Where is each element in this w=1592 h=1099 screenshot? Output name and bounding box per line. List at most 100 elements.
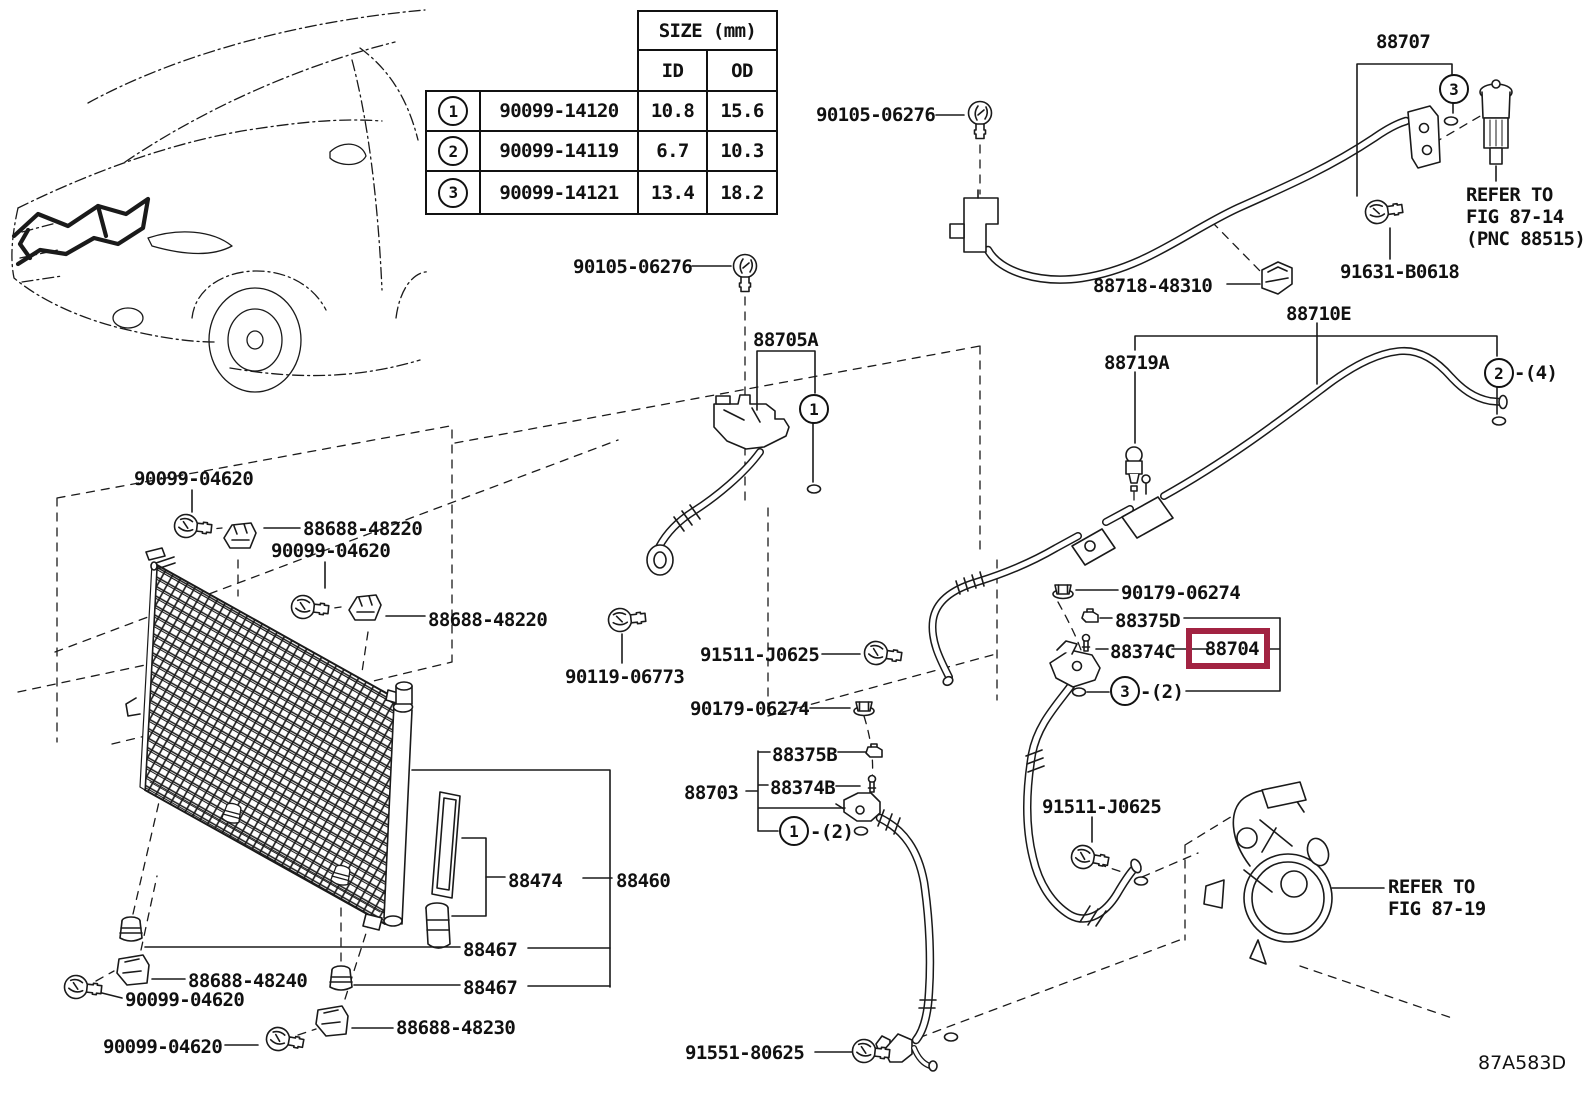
part-label-91631-B0618: 91631-B0618 bbox=[1340, 261, 1460, 283]
qty-note-2: -(2) bbox=[1140, 681, 1184, 703]
size-table-part-number: 90099-14119 bbox=[479, 130, 639, 172]
refer-fig-87-14-line2: FIG 87-14 bbox=[1466, 206, 1564, 228]
o-ring-icon bbox=[1071, 687, 1087, 697]
part-label-88467: 88467 bbox=[463, 939, 518, 961]
leader-lines bbox=[97, 63, 1498, 1053]
callout-3-icon: 3 bbox=[1439, 74, 1469, 104]
bolt-icon bbox=[289, 593, 331, 622]
callout-3-icon: 3 bbox=[1110, 676, 1140, 706]
part-label-90179-06274: 90179-06274 bbox=[690, 698, 810, 720]
cushion-icon bbox=[119, 916, 143, 942]
hose-88704-drawing bbox=[1023, 640, 1142, 927]
clip-icon bbox=[1081, 608, 1099, 623]
part-label-88474: 88474 bbox=[508, 870, 563, 892]
size-table-cell: 1 bbox=[425, 90, 481, 132]
hose-88707-drawing bbox=[949, 79, 1513, 295]
size-table-part-number: 90099-14120 bbox=[479, 90, 639, 132]
part-label-88688-48230: 88688-48230 bbox=[396, 1017, 516, 1039]
bolt-icon bbox=[172, 512, 214, 541]
bolt-icon bbox=[1363, 196, 1405, 226]
refer-fig-87-19-line1: REFER TO bbox=[1388, 876, 1475, 898]
size-table-title: SIZE (mm) bbox=[637, 10, 778, 51]
compressor-drawing bbox=[1203, 781, 1333, 965]
callout-2-icon: 2 bbox=[438, 136, 468, 166]
qty-note-2: -(2) bbox=[810, 821, 854, 843]
part-label-90119-06773: 90119-06773 bbox=[565, 666, 685, 688]
part-label-88719A: 88719A bbox=[1104, 352, 1170, 374]
size-table-col-id: ID bbox=[637, 49, 708, 92]
size-table-col-od: OD bbox=[706, 49, 778, 92]
refer-fig-87-14-line1: REFER TO bbox=[1466, 184, 1553, 206]
part-label-88460: 88460 bbox=[616, 870, 671, 892]
part-label-90099-04620: 90099-04620 bbox=[125, 989, 245, 1011]
part-label-88375D: 88375D bbox=[1115, 610, 1181, 632]
bolt-icon bbox=[862, 639, 904, 669]
o-ring-icon bbox=[806, 484, 822, 494]
size-table-cell: 3 bbox=[425, 170, 481, 215]
callout-1-icon: 1 bbox=[779, 816, 809, 846]
pipe-clamp-88718-drawing bbox=[1261, 261, 1293, 295]
condenser-drawing bbox=[125, 547, 403, 931]
callout-1-icon: 1 bbox=[799, 394, 829, 424]
part-label-90099-04620: 90099-04620 bbox=[103, 1036, 223, 1058]
cushion-icon bbox=[329, 965, 353, 991]
size-table-cell: 2 bbox=[425, 130, 481, 172]
part-label-91551-80625: 91551-80625 bbox=[685, 1042, 805, 1064]
bracket-icon bbox=[116, 954, 150, 986]
part-label-88705A: 88705A bbox=[753, 329, 819, 351]
bracket-icon bbox=[315, 1005, 349, 1037]
part-label-88718-48310: 88718-48310 bbox=[1093, 275, 1213, 297]
part-label-88710E: 88710E bbox=[1286, 303, 1352, 325]
part-label-90105-06276: 90105-06276 bbox=[573, 256, 693, 278]
pressure-switch-drawing bbox=[1479, 79, 1513, 165]
o-ring-icon bbox=[943, 1032, 959, 1042]
part-label-90099-04620: 90099-04620 bbox=[134, 468, 254, 490]
part-label-88375B: 88375B bbox=[772, 744, 838, 766]
callout-2-icon: 2 bbox=[1484, 358, 1514, 388]
part-label-88688-48220: 88688-48220 bbox=[303, 518, 423, 540]
sensor-88719-drawing bbox=[1125, 446, 1143, 492]
part-label-90105-06276: 90105-06276 bbox=[816, 104, 936, 126]
part-label-91511-J0625: 91511-J0625 bbox=[700, 644, 820, 666]
part-label-88467: 88467 bbox=[463, 977, 518, 999]
size-table-part-number: 90099-14121 bbox=[479, 170, 639, 215]
o-ring-icon bbox=[853, 826, 869, 836]
bolt-icon bbox=[606, 605, 648, 634]
selected-part-highlight-88704[interactable]: 88704 bbox=[1186, 628, 1270, 669]
part-label-90099-04620: 90099-04620 bbox=[271, 540, 391, 562]
size-table-od-value: 15.6 bbox=[706, 90, 778, 132]
part-label-88707: 88707 bbox=[1376, 31, 1431, 53]
qty-note-4: -(4) bbox=[1514, 362, 1558, 384]
pipe-clamp-icon bbox=[348, 594, 382, 621]
size-table-od-value: 10.3 bbox=[706, 130, 778, 172]
bolt-icon bbox=[967, 100, 993, 140]
bolt-icon bbox=[263, 1024, 306, 1056]
car-illustration bbox=[11, 9, 431, 393]
clip-icon bbox=[865, 743, 883, 758]
figure-code: 87A583D bbox=[1478, 1052, 1567, 1074]
nut-icon bbox=[853, 701, 875, 717]
highlighted-ac-piping bbox=[11, 196, 151, 267]
part-label-91511-J0625: 91511-J0625 bbox=[1042, 796, 1162, 818]
o-ring-icon bbox=[1443, 116, 1459, 126]
pipe-88705-drawing bbox=[646, 394, 790, 576]
size-table-id-value: 6.7 bbox=[637, 130, 708, 172]
part-label-90179-06274: 90179-06274 bbox=[1121, 582, 1241, 604]
part-label-88688-48220: 88688-48220 bbox=[428, 609, 548, 631]
bolt-icon bbox=[732, 253, 758, 293]
stud-icon bbox=[867, 774, 877, 793]
size-table-id-value: 13.4 bbox=[637, 170, 708, 215]
nut-icon bbox=[1052, 584, 1074, 600]
pipe-88710-drawing bbox=[928, 346, 1508, 687]
o-ring-icon bbox=[1491, 416, 1507, 426]
size-table-od-value: 18.2 bbox=[706, 170, 778, 215]
receiver-drier-drawing bbox=[383, 681, 461, 949]
refer-fig-87-19-line2: FIG 87-19 bbox=[1388, 898, 1486, 920]
stud-icon bbox=[1081, 633, 1091, 652]
size-table-id-value: 10.8 bbox=[637, 90, 708, 132]
part-label-88703: 88703 bbox=[684, 782, 739, 804]
refer-fig-87-14-line3: (PNC 88515) bbox=[1466, 228, 1586, 250]
callout-1-icon: 1 bbox=[438, 96, 468, 126]
